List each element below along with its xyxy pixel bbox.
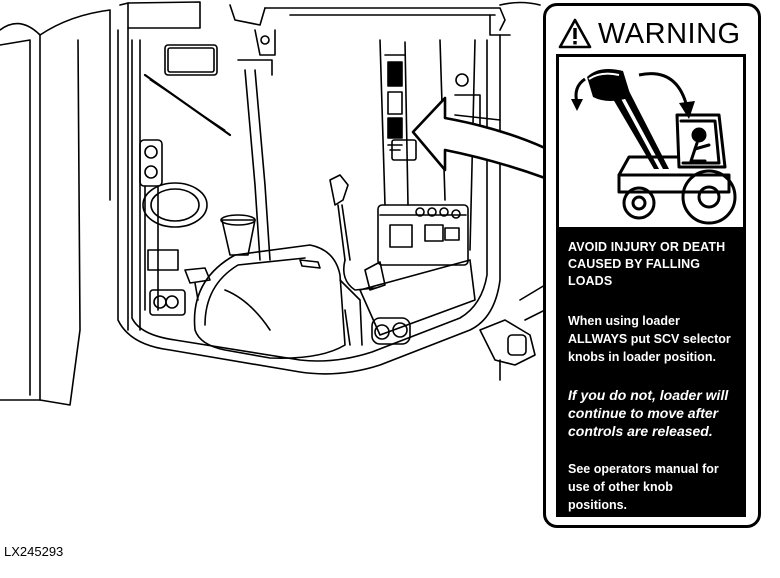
warning-header: WARNING bbox=[558, 12, 748, 56]
cup-holder bbox=[184, 214, 256, 301]
grab-rail bbox=[237, 29, 276, 261]
falling-load-loader-icon bbox=[571, 69, 737, 225]
door-latch bbox=[479, 284, 545, 381]
manual-reference-text: See operators manual for use of other kn… bbox=[568, 462, 719, 512]
tractor-cab-illustration bbox=[0, 1, 545, 406]
control-console bbox=[329, 174, 476, 346]
hazard-statement: AVOID INJURY OR DEATH CAUSED BY FALLING … bbox=[568, 240, 726, 288]
cab-window-opening bbox=[117, 29, 501, 375]
rear-pillar bbox=[379, 39, 501, 206]
instruction-text: When using loader ALLWAYS put SCV select… bbox=[568, 314, 731, 364]
falling-load-pictogram bbox=[556, 54, 746, 230]
cab-exterior-frame bbox=[0, 1, 541, 406]
warning-triangle-icon bbox=[558, 18, 592, 49]
warning-safety-label: WARNING bbox=[543, 3, 761, 528]
operator-seat bbox=[193, 244, 363, 360]
steering-column bbox=[139, 139, 208, 316]
rear-view-mirror bbox=[164, 44, 218, 76]
safety-message-panel: AVOID INJURY OR DEATH CAUSED BY FALLING … bbox=[556, 229, 746, 517]
figure-id-label: LX245293 bbox=[4, 544, 64, 559]
signal-word: WARNING bbox=[598, 17, 741, 50]
callout-arrow-icon bbox=[411, 96, 545, 180]
consequence-text: If you do not, loader will continue to m… bbox=[568, 387, 729, 439]
